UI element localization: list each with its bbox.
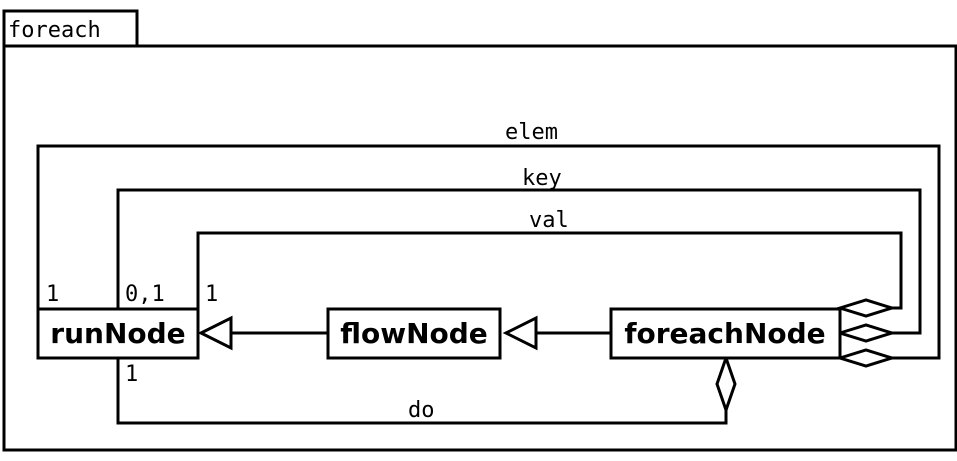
val-multiplicity: 1 <box>205 282 218 307</box>
class-runnode: runNode <box>36 307 200 360</box>
package-foreach: foreach <box>2 9 957 452</box>
key-aggregation-diamond <box>834 323 898 343</box>
package-name: foreach <box>8 18 101 43</box>
class-name: flowNode <box>340 317 488 350</box>
val-label: val <box>529 208 569 233</box>
val-line <box>196 231 903 310</box>
do-label: do <box>408 398 435 423</box>
association-val: val 1 <box>196 208 903 318</box>
association-key: key 0,1 <box>116 166 922 343</box>
generalization-foreachnode-flownode <box>502 315 611 351</box>
class-foreachnode: foreachNode <box>609 307 842 360</box>
inheritance-arrowhead <box>502 315 538 351</box>
do-line <box>116 358 728 425</box>
do-multiplicity: 1 <box>125 362 138 387</box>
inheritance-arrowhead <box>197 315 233 351</box>
key-multiplicity: 0,1 <box>125 282 165 307</box>
class-flownode: flowNode <box>326 307 502 360</box>
class-box <box>326 307 502 360</box>
class-name: foreachNode <box>624 317 825 350</box>
elem-aggregation-diamond <box>834 348 898 368</box>
elem-line <box>36 144 941 360</box>
generalization-flownode-runnode <box>197 315 328 351</box>
val-aggregation-diamond <box>834 298 898 318</box>
package-body <box>2 44 957 452</box>
class-box <box>609 307 842 360</box>
elem-multiplicity: 1 <box>46 282 59 307</box>
elem-label: elem <box>505 120 558 145</box>
key-line <box>116 188 922 335</box>
do-aggregation-diamond <box>715 353 737 415</box>
key-label: key <box>522 166 562 191</box>
association-do: do 1 <box>116 353 737 425</box>
association-elem: elem 1 <box>36 120 941 368</box>
class-box <box>36 307 200 360</box>
class-name: runNode <box>50 317 185 350</box>
